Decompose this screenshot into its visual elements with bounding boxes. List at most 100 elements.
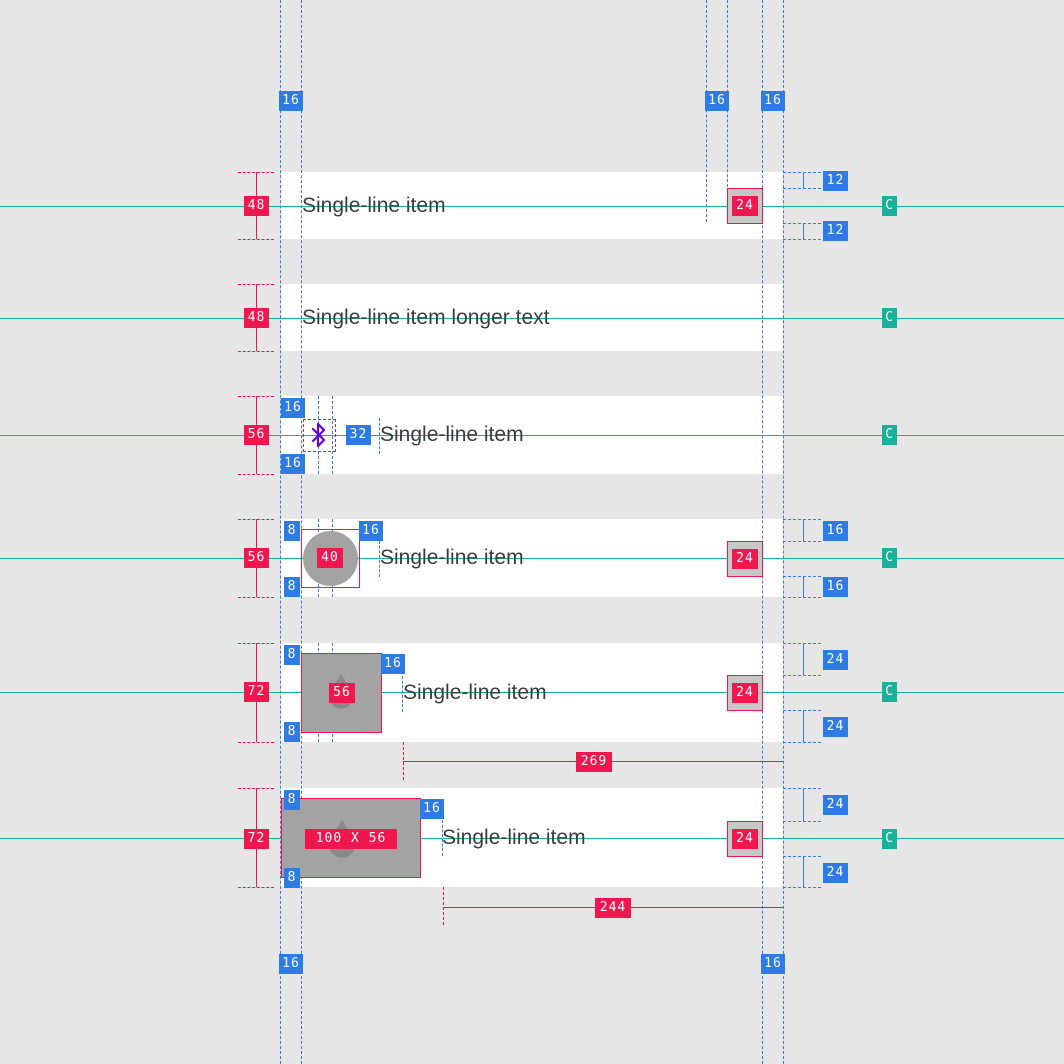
pad-guide [783,856,821,857]
pad-tag-bottom: 8 [284,722,300,742]
center-tag: C [882,308,897,328]
pad-tag-top: 12 [823,171,848,191]
text-keyline [379,418,380,454]
text-inset-tag: 16 [420,799,444,819]
keyline-right-inner [762,0,763,1064]
list-item-1[interactable] [281,172,783,239]
pad-tag-bottom: 8 [284,868,300,888]
pad-dimension-line [803,788,804,821]
trailing-meta-tag: 24 [732,829,758,849]
center-tag: C [882,425,897,445]
center-guide-5 [0,692,1064,693]
pad-tag-top: 24 [823,650,848,670]
pad-tag-bottom: 16 [823,577,848,597]
keyline-right-outer [783,0,784,1064]
center-guide-1 [0,206,1064,207]
center-guide-6 [0,838,1064,839]
center-tag: C [882,682,897,702]
pad-tag-bottom: 24 [823,717,848,737]
pad-guide [783,597,821,598]
pad-guide [783,675,821,676]
pad-tag-top: 8 [284,790,300,810]
avatar-size-tag: 40 [317,548,343,568]
height-guide-bottom [238,597,274,598]
pad-tag-bottom: 16 [281,454,305,474]
avatar-bounds [301,529,360,588]
pad-dimension-line [803,643,804,675]
pad-tag-top: 8 [284,645,300,665]
pad-dimension-line [803,710,804,742]
height-tag: 56 [244,548,269,568]
pad-tag-top: 24 [823,795,848,815]
list-item-title: Single-line item [380,423,524,446]
pad-guide [783,643,821,644]
trailing-meta-tag: 24 [732,196,758,216]
margin-tag-meta-top: 16 [705,91,729,111]
list-item-title: Single-line item [302,194,446,217]
height-guide-bottom [238,742,274,743]
list-item-title: Single-line item longer text [302,306,550,329]
image-size-tag: 100 X 56 [305,829,397,849]
height-tag: 72 [244,682,269,702]
trailing-meta-tag: 24 [732,683,758,703]
text-inset-tag: 16 [381,654,405,674]
keyline-meta-left [706,0,707,222]
pad-dimension-line [803,856,804,887]
pad-dimension-line [803,576,804,597]
text-keyline [402,676,403,712]
leading-icon-box [303,419,336,452]
pad-tag-bottom: 8 [284,577,300,597]
height-guide-bottom [238,887,274,888]
text-inset-tag: 32 [346,425,371,445]
width-guide [443,887,444,925]
center-guide-2 [0,318,1064,319]
margin-tag-left-top: 16 [279,91,303,111]
list-item-title: Single-line item [403,681,547,704]
pad-guide [783,223,821,224]
center-tag: C [882,196,897,216]
center-guide-3 [0,435,1064,436]
pad-guide [783,788,821,789]
height-tag: 72 [244,829,269,849]
margin-tag-right-top: 16 [761,91,785,111]
height-tag: 48 [244,196,269,216]
pad-guide [783,710,821,711]
width-tag: 269 [576,752,612,772]
pad-guide [783,887,821,888]
center-tag: C [882,829,897,849]
pad-guide [783,742,821,743]
pad-tag-top: 16 [281,398,305,418]
keyline-meta-right [727,0,728,222]
pad-dimension-line [803,519,804,541]
pad-guide [783,519,821,520]
height-tag: 56 [244,425,269,445]
height-guide-bottom [238,239,274,240]
pad-tag-bottom: 12 [823,221,848,241]
center-tag: C [882,548,897,568]
pad-guide [783,239,821,240]
width-tag: 244 [595,898,631,918]
pad-guide [783,188,821,189]
pad-guide [783,576,821,577]
pad-tag-top: 8 [284,521,300,541]
text-keyline [379,541,380,577]
center-guide-4 [0,558,1064,559]
text-inset-tag: 16 [359,521,383,541]
list-item-title: Single-line item [442,826,586,849]
text-keyline [442,820,443,856]
height-guide-bottom [238,351,274,352]
image-size-tag: 56 [329,683,355,703]
height-tag: 48 [244,308,269,328]
pad-guide [783,172,821,173]
margin-tag-left-bottom: 16 [279,954,303,974]
pad-guide [783,821,821,822]
bluetooth-icon [309,422,329,448]
keyline-left-outer [280,0,281,1064]
height-guide-bottom [238,474,274,475]
pad-guide [783,541,821,542]
trailing-meta-tag: 24 [732,549,758,569]
list-item-2[interactable] [281,284,783,351]
pad-tag-top: 16 [823,521,848,541]
pad-dimension-line [803,172,804,188]
pad-dimension-line [803,223,804,239]
